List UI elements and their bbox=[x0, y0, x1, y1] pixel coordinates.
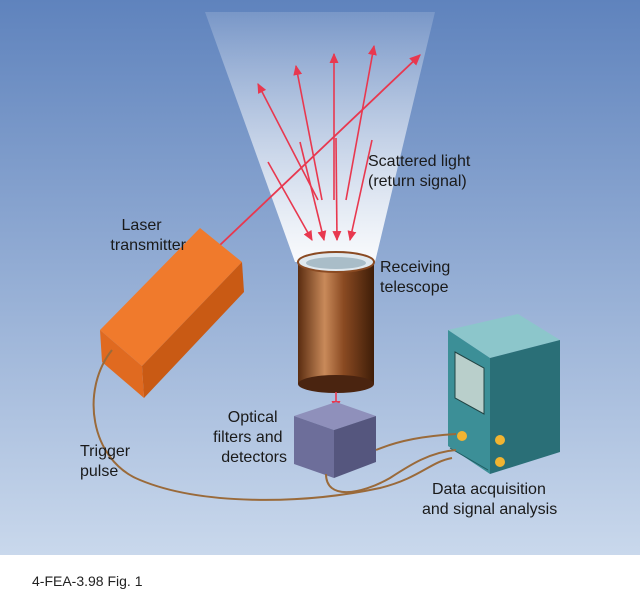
label-trigger-pulse: Trigger pulse bbox=[80, 443, 135, 480]
trigger-cable bbox=[92, 349, 453, 501]
instrument-knob bbox=[495, 457, 505, 467]
receiving-telescope bbox=[297, 251, 375, 393]
scattered-arrows bbox=[257, 44, 377, 201]
instrument-knob bbox=[495, 435, 505, 445]
label-laser-transmitter: Laser transmitter bbox=[110, 217, 186, 254]
laser-beam bbox=[219, 54, 421, 246]
label-optical-filters: Optical filters and detectors bbox=[213, 409, 287, 466]
scattered-light-cone bbox=[205, 12, 435, 262]
detector-cable bbox=[325, 449, 457, 494]
data-acquisition-instrument bbox=[448, 314, 560, 474]
cables bbox=[92, 349, 457, 501]
instrument-screen bbox=[454, 351, 485, 415]
instrument-knob bbox=[457, 431, 467, 441]
return-signal-arrows bbox=[267, 137, 373, 242]
optical-filters-cube bbox=[294, 402, 376, 478]
figure-caption: 4-FEA-3.98 Fig. 1 bbox=[32, 573, 143, 589]
laser-transmitter-box bbox=[100, 228, 244, 398]
label-receiving-telescope: Receiving telescope bbox=[380, 259, 455, 296]
label-scattered-light: Scattered light (return signal) bbox=[368, 153, 475, 190]
label-data-acquisition: Data acquisition and signal analysis bbox=[422, 481, 557, 518]
detector-cable-2 bbox=[375, 433, 457, 451]
